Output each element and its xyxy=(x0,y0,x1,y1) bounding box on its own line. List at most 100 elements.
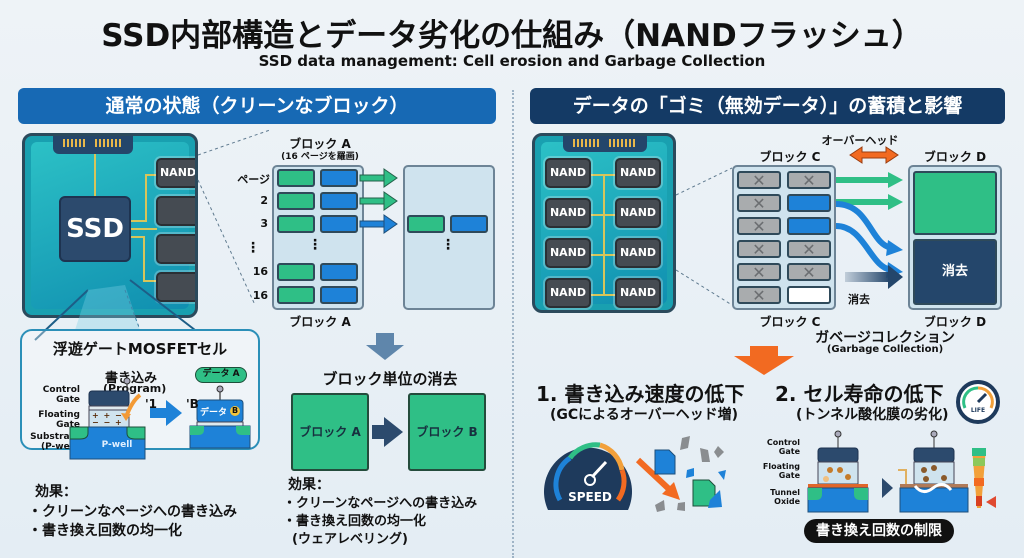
effects-item: ・クリーンなページへの書き込み xyxy=(283,496,478,511)
nand-chip: NAND xyxy=(615,198,661,228)
substrate-label: Substrate (P-well) xyxy=(30,432,80,452)
effects-item: ・書き換え回数の均一化 xyxy=(283,514,427,529)
page-cell-valid xyxy=(277,263,315,281)
nand-chip xyxy=(156,234,195,264)
nand-chip: NAND xyxy=(615,238,661,268)
effects-item: (ウェアレベリング) xyxy=(283,532,408,547)
page-cell-invalid: ✕ xyxy=(737,240,781,258)
erase-arrow-icon xyxy=(845,265,903,289)
floating-gate-label: Floating Gate xyxy=(38,410,80,430)
block-c xyxy=(732,165,836,310)
page-cell-invalid: ✕ xyxy=(737,263,781,281)
nand-chip: NAND xyxy=(545,278,591,308)
block-d-erase-region: 消去 xyxy=(913,239,997,305)
cell-data-text: データ xyxy=(200,408,228,418)
control-gate-label: Control Gate xyxy=(42,385,80,405)
data-a-badge: データ A xyxy=(195,367,247,383)
right-section-header: データの「ゴミ（無効データ）」の蓄積と影響 xyxy=(530,88,1005,124)
page-cell-invalid: ✕ xyxy=(737,286,781,304)
floating-gate-label: Floating Gate xyxy=(762,462,800,480)
page-cell-invalid: ✕ xyxy=(737,171,781,189)
nand-chip: NAND xyxy=(615,158,661,188)
block-d-valid-region xyxy=(913,171,997,235)
block-c-title: ブロック C xyxy=(759,150,821,164)
charge: + xyxy=(103,411,112,420)
page-cell-valid xyxy=(787,194,831,212)
arrow-right-icon xyxy=(836,172,903,188)
ellipsis: ⋮ xyxy=(441,237,455,253)
erase-arrow-label: 消去 xyxy=(848,293,870,306)
board-connector xyxy=(563,136,647,152)
block-c-bottom-label: ブロック C xyxy=(759,315,821,329)
block-d-title: ブロック D xyxy=(923,150,987,164)
effects-heading: 効果： xyxy=(288,477,330,493)
page-title: SSD内部構造とデータ劣化の仕組み（NANDフラッシュ） xyxy=(101,18,923,54)
arrow-right-icon xyxy=(359,191,398,211)
page-cell-valid xyxy=(450,215,488,233)
page-cell-valid xyxy=(320,286,358,304)
result-1-title: 1. 書き込み速度の低下 xyxy=(536,382,745,406)
nand-chip: NAND xyxy=(156,158,195,188)
speed-gauge-label: SPEED xyxy=(568,490,612,504)
block-a-box: ブロック A xyxy=(291,393,369,471)
block-a-bottom-label: ブロック A xyxy=(289,315,351,329)
new-block xyxy=(403,165,495,310)
left-section-header: 通常の状態（クリーンなブロック） xyxy=(18,88,496,124)
result-1-sub: (GCによるオーバーヘッド増) xyxy=(550,407,739,423)
effects-heading: 効果： xyxy=(35,484,77,500)
ssd-board: SSD NAND xyxy=(22,133,198,318)
charge: − xyxy=(92,418,100,427)
page-cell-valid xyxy=(407,215,445,233)
page-cell-empty xyxy=(787,286,831,304)
arrow-right-icon xyxy=(359,168,398,188)
ssd-controller-chip: SSD xyxy=(59,196,131,262)
page-cell-valid xyxy=(320,169,358,187)
ssd-board-right: NAND NAND NAND NAND NAND NAND NAND NAND xyxy=(532,133,676,313)
nand-chip: NAND xyxy=(545,198,591,228)
charge-particles: + + − − − + xyxy=(92,411,128,427)
page-cell-valid xyxy=(277,215,315,233)
page-subtitle: SSD data management: Cell erosion and Ga… xyxy=(258,52,766,70)
board-connector xyxy=(53,136,133,154)
block-a-title: ブロック A xyxy=(289,137,351,151)
nand-chip: NAND xyxy=(545,158,591,188)
program-label: 書き込み xyxy=(105,371,158,386)
effects-item: ・クリーンなページへの書き込み xyxy=(28,504,238,520)
curved-arrow-icon xyxy=(835,201,903,256)
rewrite-limit-pill: 書き換え回数の制限 xyxy=(804,519,954,543)
nand-chip xyxy=(156,196,195,226)
page-label: 16 xyxy=(252,289,268,302)
effects-item: ・書き換え回数の均一化 xyxy=(28,523,182,539)
page-cell-valid xyxy=(320,263,358,281)
page-cell-invalid: ✕ xyxy=(737,194,781,212)
control-gate-label: Control Gate xyxy=(766,438,800,456)
page-cell-valid xyxy=(320,215,358,233)
pwell-label: P-well xyxy=(101,440,133,450)
page-label: 2 xyxy=(260,194,268,207)
section-divider xyxy=(512,90,514,558)
page-cell-valid xyxy=(787,217,831,235)
nand-chip: NAND xyxy=(545,238,591,268)
charge: + xyxy=(115,418,123,427)
ellipsis: ⋮ xyxy=(308,237,322,253)
mosfet-title: 浮遊ゲートMOSFETセル xyxy=(52,340,228,358)
erase-title: ブロック単位の消去 xyxy=(322,370,458,388)
arrow-right-icon xyxy=(359,214,398,234)
arrow-right-icon xyxy=(836,194,903,210)
result-2-sub: (トンネル酸化膜の劣化) xyxy=(796,407,949,423)
state-mark-b: 'B xyxy=(186,397,199,411)
gc-sub: (Garbage Collection) xyxy=(826,344,944,355)
page-cell-valid xyxy=(320,192,358,210)
charge: − xyxy=(103,418,112,427)
block-d-bottom-label: ブロック D xyxy=(923,315,987,329)
page-cell-invalid: ✕ xyxy=(787,263,831,281)
